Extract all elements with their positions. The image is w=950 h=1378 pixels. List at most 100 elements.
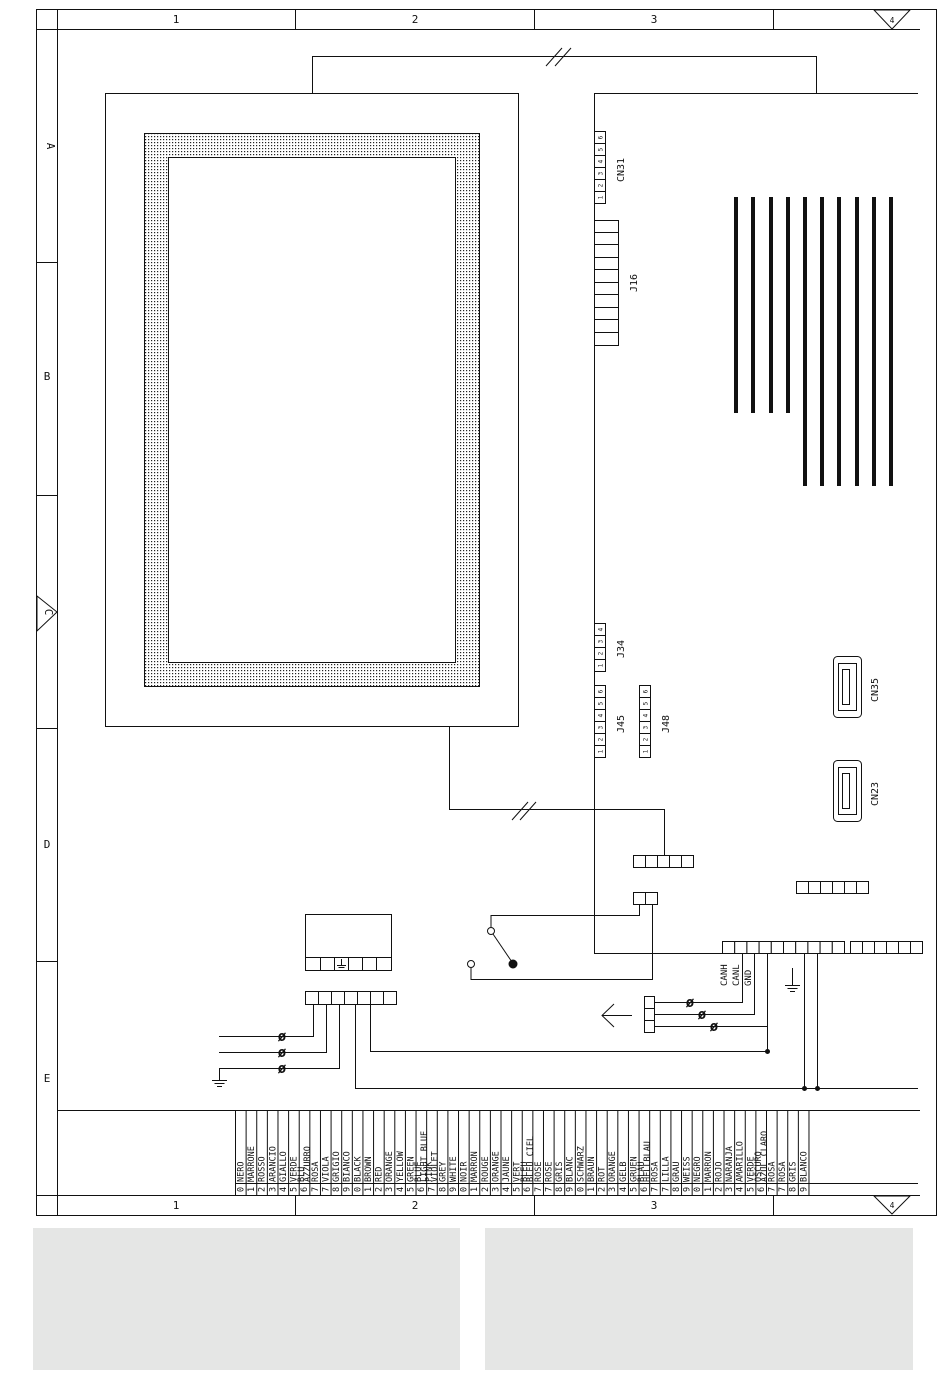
terminal-cell [746, 941, 760, 954]
legend-code: 2 [714, 1187, 724, 1192]
legend-color-name: GREY [438, 1162, 448, 1182]
legend-code: 9 [566, 1187, 576, 1192]
svg-text:ø: ø [710, 1019, 719, 1035]
legend-code: 0 [237, 1187, 247, 1192]
legend-color-name: GELB [619, 1162, 629, 1182]
terminal-cell [874, 941, 887, 954]
terminal-cell [758, 941, 772, 954]
row-label: A [44, 143, 57, 150]
legend-color-name: BLEU CIEL [526, 1136, 536, 1182]
bus-label-canl: CANL [732, 964, 742, 986]
connector-pin [639, 685, 651, 698]
terminal-cell [344, 991, 358, 1005]
pin-number: 3 [643, 725, 650, 729]
terminal-cell [808, 881, 821, 894]
bus-label-canh: CANH [720, 964, 730, 986]
legend-color-name: BLANC [566, 1156, 576, 1182]
usb-cn35 [833, 656, 862, 718]
terminal-cell [770, 941, 784, 954]
power-block [305, 914, 392, 971]
terminal-cell [644, 1008, 655, 1021]
column-label: 4 [890, 16, 895, 25]
pin-number: 2 [643, 737, 650, 741]
pin-number: 5 [598, 147, 605, 151]
legend-code: 7 [651, 1187, 661, 1192]
terminal-cell [820, 881, 833, 894]
legend-code: 3 [491, 1187, 501, 1192]
j16-label: J16 [629, 274, 640, 292]
legend-code: 9 [343, 1187, 353, 1192]
legend-code: 6 [640, 1187, 650, 1192]
legend-color-name: GREEN [406, 1156, 416, 1182]
bus-label-gnd: GND [744, 970, 754, 986]
blank-panel-right [485, 1228, 913, 1370]
terminal-cell [844, 881, 857, 894]
pin-number: 4 [643, 713, 650, 717]
legend-code: 5 [746, 1187, 756, 1192]
legend-color-name: ROJO [714, 1162, 724, 1182]
junction-dots [765, 1049, 820, 1091]
legend-color-name: BIANCO [343, 1151, 353, 1182]
pin-number: 2 [598, 183, 605, 187]
terminal-cell [796, 881, 809, 894]
terminal-cell [898, 941, 911, 954]
legend-color-name: PINK [425, 1161, 435, 1182]
legend-code: 5 [513, 1187, 523, 1192]
legend-code: 8 [332, 1187, 342, 1192]
legend-code: 1 [704, 1187, 714, 1192]
can-terminal [644, 996, 655, 1033]
terminal-cell [807, 941, 821, 954]
power-terminal-block [305, 991, 397, 1005]
legend-code: 3 [608, 1187, 618, 1192]
legend-color-name: AZUL CLARO [760, 1131, 770, 1182]
pin-number: 6 [643, 689, 650, 693]
legend-code: 5 [290, 1187, 300, 1192]
terminal-cell [722, 941, 736, 954]
legend-color-name: ROSA [768, 1162, 778, 1182]
pin-number: 4 [598, 627, 605, 631]
terminal-cell [910, 941, 923, 954]
legend-code: 7 [768, 1187, 778, 1192]
column-label: 1 [173, 1199, 180, 1212]
legend-color-name: RED [375, 1167, 385, 1182]
display-screen [168, 157, 456, 663]
column-label: 1 [173, 13, 180, 26]
legend-color-name: LIGHT BLUE [420, 1131, 430, 1182]
legend-color-name: ROSE [534, 1162, 544, 1182]
column-label: 2 [412, 1199, 419, 1212]
legend-color-name: ROSSO [258, 1156, 268, 1182]
terminal-cell [831, 941, 845, 954]
terminal-cell [850, 941, 863, 954]
legend-color-name: BLAU [637, 1162, 647, 1182]
terminal-cell [331, 991, 345, 1005]
legend-color-name: ORANGE [608, 1151, 618, 1182]
j34-label: J34 [616, 640, 627, 658]
legend-code: 4 [619, 1187, 629, 1192]
j48-label: J48 [661, 715, 672, 733]
terminal-cell [681, 855, 694, 868]
terminal-cell [819, 941, 833, 954]
terminal-cell [644, 1020, 655, 1033]
terminal-cell [856, 881, 869, 894]
pin-number: 6 [598, 135, 605, 139]
pin-number: 4 [598, 159, 605, 163]
legend-code: 3 [268, 1187, 278, 1192]
legend-color-name: BLACK [353, 1156, 363, 1182]
legend-color-name: BLU [297, 1167, 307, 1182]
legend-code: 0 [576, 1187, 586, 1192]
terminal-cell [783, 941, 797, 954]
legend-code: 1 [470, 1187, 480, 1192]
connector-pin [594, 623, 606, 636]
legend-code: 4 [736, 1187, 746, 1192]
terminal-cell [383, 991, 397, 1005]
legend-code: 6 [757, 1187, 767, 1192]
legend-color-name: NEGRO [693, 1156, 703, 1182]
legend-color-name: AZZURRO [303, 1146, 313, 1182]
legend-code: 7 [544, 1187, 554, 1192]
legend-color-name: ROUGE [481, 1156, 491, 1182]
legend-color-name: GRIS [555, 1162, 565, 1182]
legend-code: 7 [428, 1187, 438, 1192]
svg-text:ø: ø [698, 1007, 707, 1023]
legend-color-name: ORANGE [491, 1151, 501, 1182]
